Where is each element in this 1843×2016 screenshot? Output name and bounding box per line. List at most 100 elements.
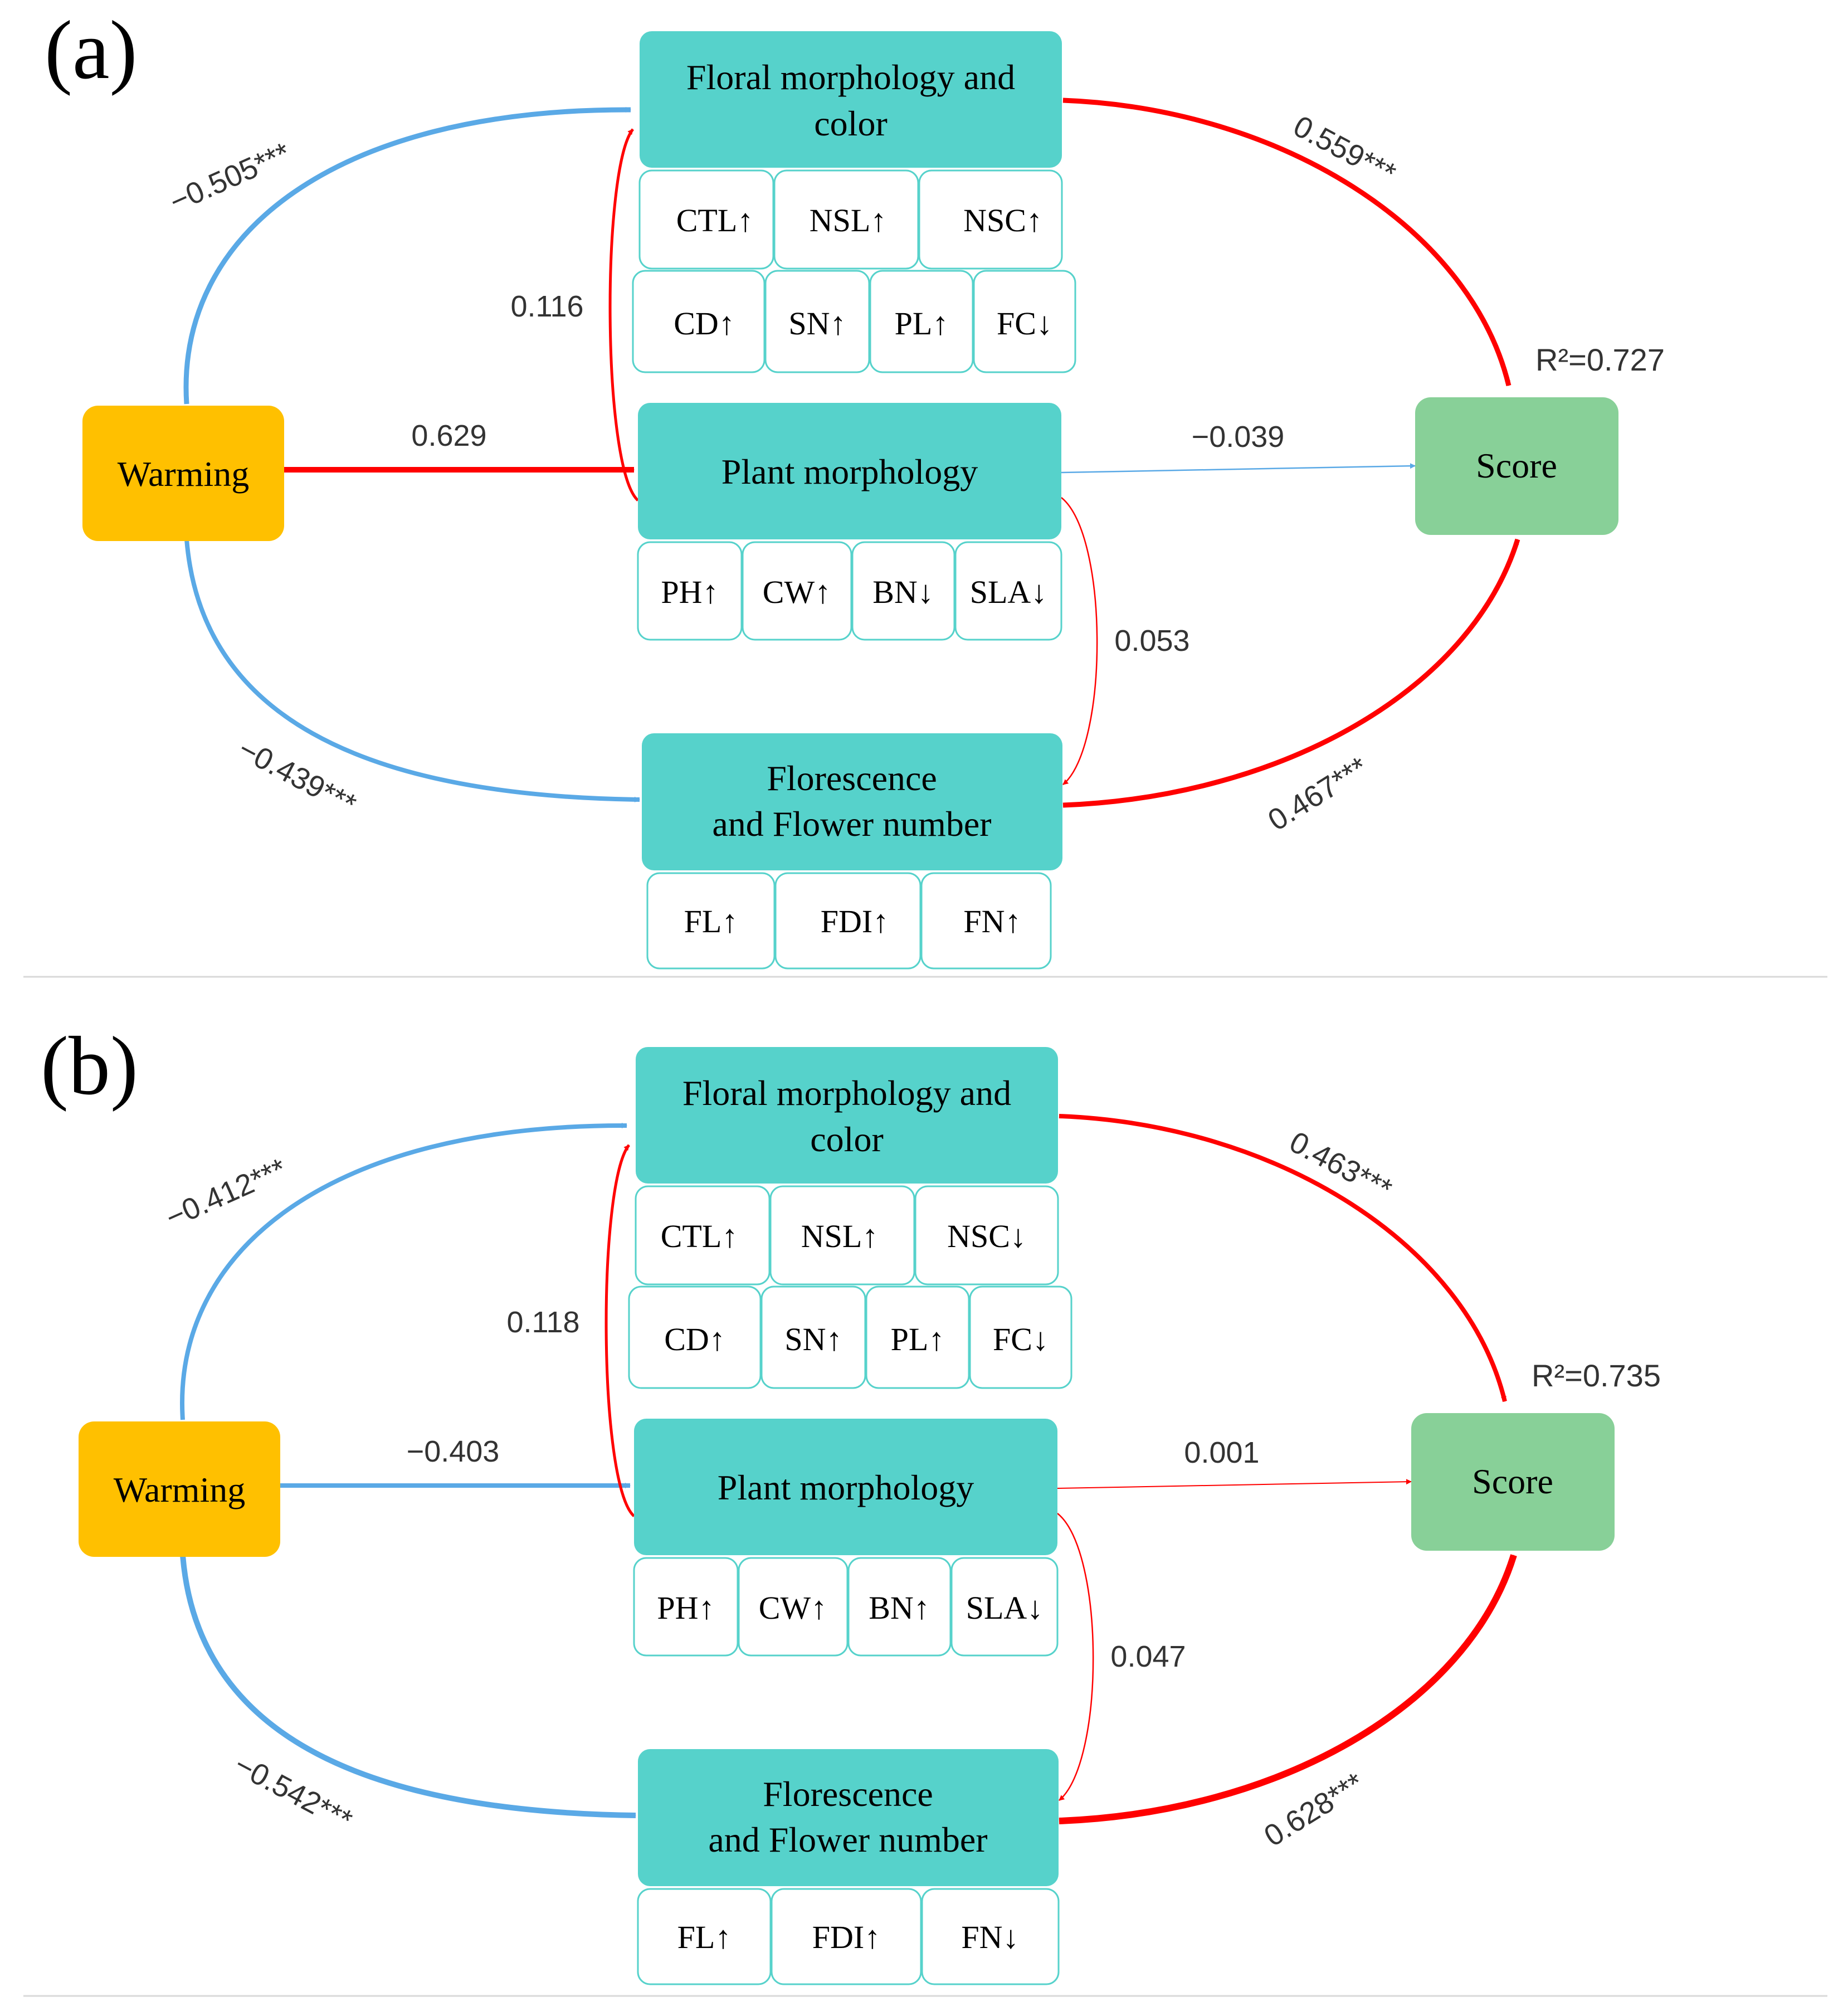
trait-label: PL↑ [895,305,949,342]
coef-plant-flower: 0.053 [1114,624,1189,658]
panel-label: (a) [45,4,137,96]
trait-label: NSL↑ [801,1218,879,1254]
coef-plant-floral: 0.118 [506,1306,579,1339]
score-node [1415,397,1618,535]
score-label: Score [1476,446,1557,485]
trait-box [769,1185,915,1285]
trait-box [764,270,870,373]
trait-box [637,541,743,641]
floral-traits: CTL↑ NSL↑ NSC↓ CD↑ SN↑ PL↑ FC↓ [628,1185,1072,1389]
trait-box [771,1888,922,1985]
flower-traits: FL↑ FDI↑ FN↑ [646,872,1052,970]
floral-title-line2: color [814,104,888,143]
plant-title: Plant morphology [721,452,978,491]
trait-label: SLA↓ [966,1590,1044,1626]
warming-node [82,406,284,541]
r-squared: R²=0.735 [1532,1358,1661,1393]
trait-box [969,1285,1072,1389]
trait-box [950,1557,1059,1657]
coef-plant-score: 0.001 [1184,1436,1259,1469]
trait-label: PH↑ [661,574,718,610]
trait-label: SN↑ [784,1321,842,1357]
path-plant-floral [604,1144,635,1517]
trait-label: FN↑ [963,903,1021,939]
trait-box [637,1888,772,1985]
floral-construct-node [640,31,1062,168]
trait-label: SN↑ [788,305,846,342]
plant-traits: PH↑ CW↑ BN↓ SLA↓ [637,541,1062,641]
trait-label: PL↑ [891,1321,945,1357]
flower-title-line1: Florescence [763,1774,933,1814]
trait-box [921,1888,1060,1985]
score-label: Score [1472,1462,1553,1501]
floral-title-line1: Floral morphology and [682,1073,1011,1113]
flower-traits: FL↑ FDI↑ FN↓ [637,1888,1060,1985]
trait-label: FC↓ [997,305,1052,342]
path-floral-score [1062,98,1512,387]
path-plant-flower [1057,1513,1094,1801]
coef-warming-plant: −0.403 [407,1435,500,1468]
coef-plant-flower: 0.047 [1110,1640,1186,1673]
trait-box [914,1185,1059,1285]
score-node [1411,1413,1615,1551]
flower-title-line2: and Flower number [712,804,991,844]
plant-traits: PH↑ CW↑ BN↑ SLA↓ [633,1557,1059,1657]
trait-label: FL↑ [684,903,738,939]
trait-label: FDI↑ [812,1919,880,1955]
trait-box [633,1557,739,1657]
floral-title-line1: Floral morphology and [686,57,1015,97]
trait-label: CTL↑ [661,1218,738,1254]
flower-title-line1: Florescence [767,758,937,798]
trait-box [632,270,766,373]
warming-label: Warming [118,454,250,494]
trait-label: CW↑ [763,574,831,610]
path-floral-score [1059,1114,1507,1402]
coef-plant-score: −0.039 [1192,420,1285,454]
path-plant-score [1061,463,1416,474]
trait-box [920,872,1052,970]
floral-traits: CTL↑ NSL↑ NSC↑ CD↑ SN↑ PL↑ FC↓ [632,169,1076,373]
trait-label: CTL↑ [676,202,754,238]
trait-label: FL↑ [677,1919,732,1955]
trait-label: CD↑ [664,1321,725,1357]
flower-construct-node [638,1749,1059,1886]
trait-label: NSC↓ [947,1218,1026,1254]
trait-box [774,872,922,970]
trait-box [738,1557,849,1657]
trait-box [918,169,1063,270]
trait-label: FDI↑ [821,903,889,939]
path-warming-floral [183,106,631,405]
trait-box [847,1557,952,1657]
flower-construct-node [642,733,1062,870]
panel-b: (b) −0.412*** −0.403 −0.542*** 0.118 0.0… [41,1020,1661,1985]
path-flower-score [1059,1554,1517,1824]
path-flower-score [1062,538,1520,808]
flower-title-line2: and Flower number [708,1820,987,1859]
r-squared: R²=0.727 [1535,342,1665,377]
trait-box [851,541,955,641]
trait-label: BN↓ [872,574,934,610]
floral-title-line2: color [810,1119,884,1159]
trait-label: NSC↑ [963,202,1042,238]
path-plant-score [1057,1479,1412,1489]
path-plant-floral [608,128,639,501]
trait-box [865,1285,970,1389]
trait-box [646,872,776,970]
trait-box [760,1285,866,1389]
trait-box [742,541,852,641]
trait-label: CD↑ [674,305,735,342]
trait-label: FN↓ [961,1919,1018,1955]
trait-box [869,270,974,373]
panel-a: (a) −0.505*** 0.629 −0.439*** 0.116 0.05… [45,4,1665,970]
trait-box [635,1185,771,1285]
trait-label: PH↑ [657,1590,714,1626]
trait-label: BN↑ [869,1590,930,1626]
trait-label: SLA↓ [970,574,1047,610]
coef-floral-score: 0.463*** [1284,1125,1397,1206]
plant-construct-node [634,1419,1057,1555]
panel-label: (b) [41,1020,138,1112]
warming-label: Warming [114,1470,246,1509]
trait-box [773,169,919,270]
